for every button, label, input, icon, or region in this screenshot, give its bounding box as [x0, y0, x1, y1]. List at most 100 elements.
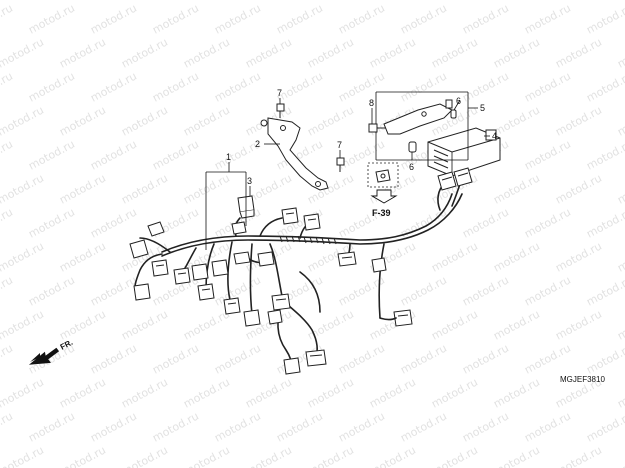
connector-left-2: [147, 221, 165, 237]
connector-right-lower: [371, 257, 413, 327]
watermark-text: motod.ru: [88, 341, 139, 376]
ecu-bracket-part-5: [383, 99, 453, 135]
watermark-text: motod.ru: [553, 35, 604, 70]
watermark-text: motod.ru: [26, 273, 77, 308]
watermark-text: motod.ru: [615, 239, 625, 274]
watermark-text: motod.ru: [26, 1, 77, 36]
connector-left-1: [129, 239, 149, 259]
watermark-text: motod.ru: [522, 1, 573, 36]
watermark-text: motod.ru: [0, 1, 15, 36]
connector-top-1: [281, 207, 299, 225]
watermark-text: motod.ru: [460, 409, 511, 444]
watermark-text: motod.ru: [491, 0, 542, 3]
watermark-text: motod.ru: [181, 443, 232, 468]
watermark-text: motod.ru: [553, 171, 604, 206]
watermark-text: motod.ru: [553, 307, 604, 342]
watermark-text: motod.ru: [429, 443, 480, 468]
watermark-text: motod.ru: [491, 171, 542, 206]
watermark-text: motod.ru: [119, 35, 170, 70]
connector-mid-3: [233, 251, 251, 265]
watermark-text: motod.ru: [584, 137, 625, 172]
watermark-text: motod.ru: [181, 307, 232, 342]
watermark-text: motod.ru: [150, 137, 201, 172]
watermark-text: motod.ru: [522, 341, 573, 376]
watermark-text: motod.ru: [0, 443, 46, 468]
watermark-text: motod.ru: [398, 1, 449, 36]
watermark-text: motod.ru: [398, 273, 449, 308]
watermark-text: motod.ru: [491, 375, 542, 410]
watermark-text: motod.ru: [305, 307, 356, 342]
watermark-text: motod.ru: [491, 35, 542, 70]
watermark-text: motod.ru: [584, 1, 625, 36]
watermark-text: motod.ru: [57, 103, 108, 138]
connector-ecu-2: [453, 167, 473, 187]
callout-8: 8: [369, 98, 374, 108]
callout-3: 3: [247, 176, 252, 186]
watermark-text: motod.ru: [88, 409, 139, 444]
bracket-part-2: [267, 117, 329, 191]
watermark-text: motod.ru: [57, 171, 108, 206]
watermark-text: motod.ru: [181, 0, 232, 3]
watermark-text: motod.ru: [150, 69, 201, 104]
connector-left-6: [191, 263, 209, 281]
bolt-7: [336, 157, 345, 172]
watermark-text: motod.ru: [615, 375, 625, 410]
watermark-text: motod.ru: [398, 69, 449, 104]
connector-bottom-3: [305, 349, 327, 367]
watermark-text: motod.ru: [398, 205, 449, 240]
diagram-code: MGJEF3810: [560, 375, 605, 384]
watermark-text: motod.ru: [0, 375, 46, 410]
watermark-text: motod.ru: [88, 205, 139, 240]
watermark-text: motod.ru: [553, 443, 604, 468]
watermark-text: motod.ru: [212, 341, 263, 376]
watermark-text: motod.ru: [0, 171, 46, 206]
watermark-text: motod.ru: [88, 273, 139, 308]
watermark-text: motod.ru: [584, 273, 625, 308]
watermark-text: motod.ru: [274, 409, 325, 444]
grommet-6-upper: [450, 109, 457, 119]
watermark-text: motod.ru: [429, 375, 480, 410]
watermark-text: motod.ru: [0, 273, 15, 308]
watermark-text: motod.ru: [88, 137, 139, 172]
connector-mid-2: [257, 251, 275, 267]
watermark-text: motod.ru: [429, 35, 480, 70]
watermark-text: motod.ru: [243, 375, 294, 410]
callout-6-lower: 6: [409, 162, 414, 172]
watermark-text: motod.ru: [119, 0, 170, 3]
reference-arrow-f39: F-39: [370, 189, 398, 218]
arrow-icon: [30, 353, 40, 362]
watermark-text: motod.ru: [491, 307, 542, 342]
watermark-text: motod.ru: [429, 307, 480, 342]
callout-2: 2: [255, 139, 260, 149]
watermark-text: motod.ru: [150, 341, 201, 376]
watermark-text: motod.ru: [181, 171, 232, 206]
sensor-detail-box: [367, 162, 399, 188]
watermark-text: motod.ru: [88, 1, 139, 36]
connector-bottom-1: [271, 293, 291, 311]
watermark-text: motod.ru: [0, 35, 46, 70]
leader-lines: [205, 91, 490, 250]
connector-left-10: [243, 309, 261, 327]
watermark-text: motod.ru: [522, 69, 573, 104]
watermark-text: motod.ru: [57, 35, 108, 70]
watermark-text: motod.ru: [57, 307, 108, 342]
watermark-text: motod.ru: [522, 205, 573, 240]
callout-7-right: 7: [337, 140, 342, 150]
watermark-text: motod.ru: [305, 0, 356, 3]
watermark-text: motod.ru: [181, 103, 232, 138]
callout-4: 4: [492, 131, 497, 141]
watermark-text: motod.ru: [212, 69, 263, 104]
connector-left-3: [151, 259, 169, 277]
watermark-text: motod.ru: [336, 409, 387, 444]
watermark-text: motod.ru: [305, 443, 356, 468]
connector-ecu-1: [437, 171, 457, 191]
watermark-text: motod.ru: [181, 35, 232, 70]
ecu-part-4: [427, 127, 501, 177]
watermark-text: motod.ru: [212, 409, 263, 444]
watermark-text: motod.ru: [522, 409, 573, 444]
watermark-text: motod.ru: [367, 443, 418, 468]
watermark-text: motod.ru: [553, 103, 604, 138]
callout-numbers: 1 2 3 4 5 6 6 7 7 8: [226, 88, 497, 186]
watermark-text: motod.ru: [119, 307, 170, 342]
